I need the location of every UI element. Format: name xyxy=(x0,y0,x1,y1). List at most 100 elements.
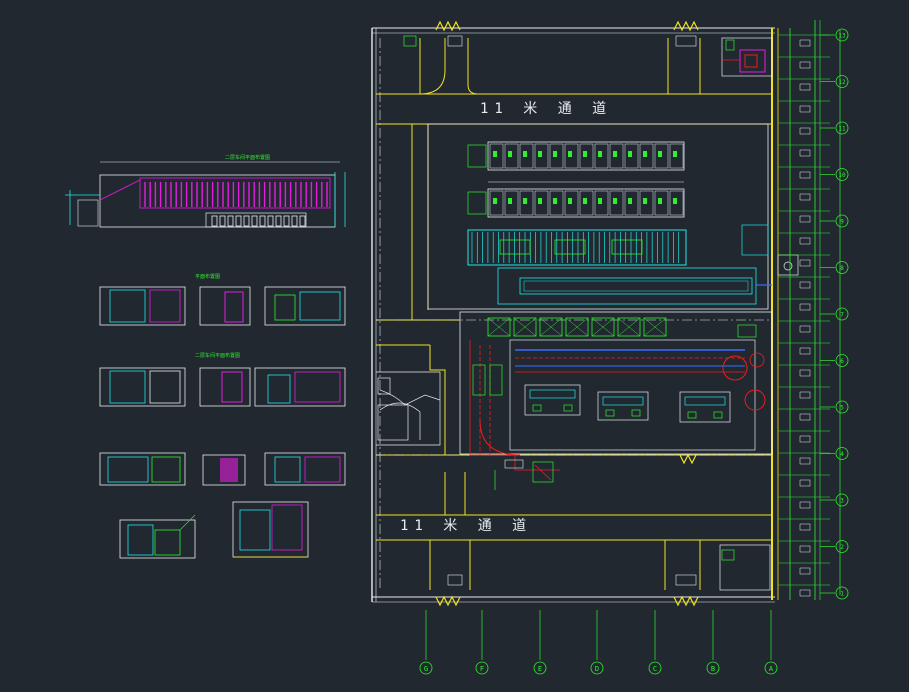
rack-cell xyxy=(669,143,684,169)
rack-marker xyxy=(553,198,557,204)
row-axis-bubble xyxy=(835,493,849,507)
machine-unit xyxy=(679,391,731,423)
row-axis-label: 1 xyxy=(840,591,844,598)
rack-cell xyxy=(639,190,654,216)
east-grid-cell xyxy=(799,127,811,135)
process-tank xyxy=(487,317,511,337)
rack-cell xyxy=(504,190,519,216)
rack-marker xyxy=(538,151,542,157)
row-axis-label: 4 xyxy=(840,451,844,458)
rack-cell xyxy=(639,143,654,169)
row-axis-label: 8 xyxy=(840,265,844,272)
rack-marker xyxy=(523,198,527,204)
rack-marker xyxy=(568,151,572,157)
rack-cell xyxy=(654,143,669,169)
east-grid-cell xyxy=(799,435,811,443)
rack-cell xyxy=(489,143,504,169)
east-grid-cell xyxy=(799,281,811,289)
rack-marker xyxy=(643,198,647,204)
cyan-storage-block xyxy=(467,224,769,266)
east-grid-cell xyxy=(799,259,811,267)
rack-marker xyxy=(673,198,677,204)
elevation-equipment xyxy=(235,215,242,227)
east-grid-cell xyxy=(799,149,811,157)
rack-marker xyxy=(493,198,497,204)
column-axis-bubble xyxy=(764,661,778,675)
rack-marker xyxy=(568,198,572,204)
machine-part xyxy=(529,389,576,399)
rack-cell xyxy=(534,190,549,216)
rack-cell xyxy=(534,143,549,169)
column-axis-label: C xyxy=(653,665,657,673)
east-grid-cell xyxy=(799,237,811,245)
east-grid-cell xyxy=(799,567,811,575)
rack-cell xyxy=(594,190,609,216)
warehouse-block-north xyxy=(427,123,769,310)
east-grid-cell xyxy=(799,369,811,377)
rack-cell xyxy=(609,143,624,169)
column-axis-label: A xyxy=(769,665,774,673)
gates xyxy=(435,20,699,607)
rack-cell xyxy=(564,143,579,169)
east-grid-cell xyxy=(799,545,811,553)
column-axis-label: E xyxy=(538,665,542,673)
rack-marker xyxy=(493,151,497,157)
rack-marker xyxy=(508,151,512,157)
rack-marker xyxy=(583,198,587,204)
column-axis-bubble xyxy=(533,661,547,675)
ne-corner-details xyxy=(403,35,799,591)
south-road-label: 11 米 通 道 xyxy=(400,518,532,534)
machine-part xyxy=(563,404,573,412)
column-axis-bubble xyxy=(590,661,604,675)
row-axis-label: 10 xyxy=(838,172,846,179)
east-grid-cell xyxy=(799,589,811,597)
process-tank-cross xyxy=(643,317,667,337)
elevation-equipment xyxy=(267,215,274,227)
row-axis-bubble xyxy=(835,354,849,367)
rack-marker xyxy=(538,198,542,204)
machine-part xyxy=(687,411,697,419)
row-axis-label: 2 xyxy=(840,544,844,551)
machine-unit xyxy=(524,384,581,416)
row-axis-bubble xyxy=(835,121,849,135)
column-axis-label: G xyxy=(424,665,428,673)
column-axis-label: D xyxy=(595,665,599,673)
east-grid-cell xyxy=(799,171,811,179)
elevation-equipment xyxy=(275,215,282,227)
rack-cell xyxy=(504,143,519,169)
row-axis-bubble xyxy=(835,28,849,42)
rack-cell xyxy=(624,190,639,216)
process-tank-cross xyxy=(565,317,589,337)
rack-marker xyxy=(613,151,617,157)
rack-marker xyxy=(523,151,527,157)
process-tank xyxy=(617,317,641,337)
elevation-title: 二层车间平面布置图 xyxy=(225,154,270,161)
elevation-equipment xyxy=(259,215,266,227)
machine-part xyxy=(602,396,644,406)
east-grid-cell xyxy=(799,523,811,531)
elevation-equipment xyxy=(299,215,306,227)
red-sub-area xyxy=(469,340,560,490)
rack-cell xyxy=(549,143,564,169)
column-axis-label: B xyxy=(711,665,715,673)
east-grid-cell xyxy=(799,193,811,201)
rack-marker xyxy=(613,198,617,204)
elevation-equipment xyxy=(243,215,250,227)
row-axis-label: 6 xyxy=(840,358,844,365)
rack-cell xyxy=(579,143,594,169)
east-grid-cell xyxy=(799,479,811,487)
rack-marker xyxy=(553,151,557,157)
rack-marker xyxy=(508,198,512,204)
column-axis-bubble xyxy=(706,661,720,675)
east-grid-cell xyxy=(799,83,811,91)
elevation-equipment xyxy=(227,215,234,227)
machine-part xyxy=(684,396,726,406)
east-grid-cell xyxy=(799,391,811,399)
row-axis-bubble xyxy=(835,168,849,181)
row-axis-bubble xyxy=(835,586,849,600)
rack-marker xyxy=(598,151,602,157)
east-grid-cell xyxy=(799,413,811,421)
column-axis-bubble xyxy=(648,661,662,675)
